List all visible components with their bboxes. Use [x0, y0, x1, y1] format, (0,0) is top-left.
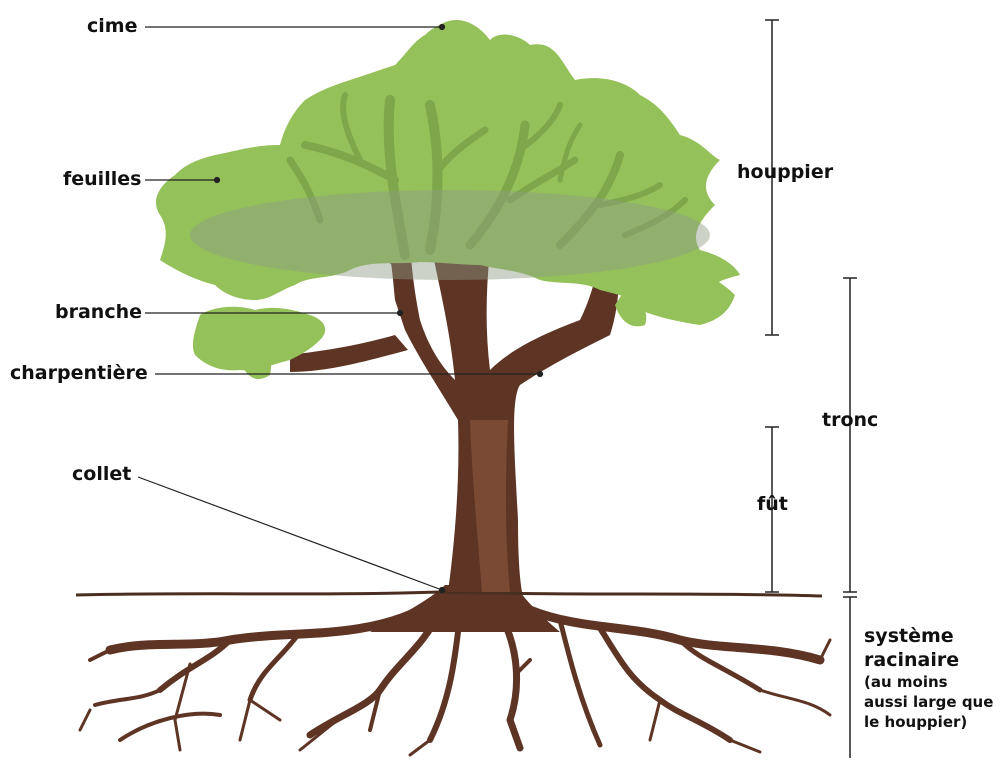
label-systeme-racinaire-line2: racinaire	[864, 648, 993, 672]
label-feuilles: feuilles	[63, 170, 141, 189]
label-houppier: houppier	[737, 163, 833, 182]
label-charpentiere: charpentière	[10, 364, 148, 383]
tronc-bracket	[843, 278, 857, 592]
label-systeme-racinaire-note2: aussi large que	[864, 692, 993, 712]
systeme-racinaire-bracket	[843, 597, 857, 758]
label-systeme-racinaire: système racinaire (au moins aussi large …	[864, 624, 993, 732]
canopy-shadow	[190, 190, 710, 280]
label-systeme-racinaire-note3: le houppier)	[864, 712, 993, 732]
label-collet: collet	[72, 465, 131, 484]
label-systeme-racinaire-line1: système	[864, 624, 993, 648]
label-tronc: tronc	[822, 411, 878, 430]
collet-leader	[138, 477, 445, 593]
label-cime: cime	[87, 17, 137, 36]
label-systeme-racinaire-note1: (au moins	[864, 672, 993, 692]
label-branche: branche	[55, 303, 142, 322]
cime-leader	[145, 25, 445, 30]
label-fut: fût	[757, 495, 788, 514]
